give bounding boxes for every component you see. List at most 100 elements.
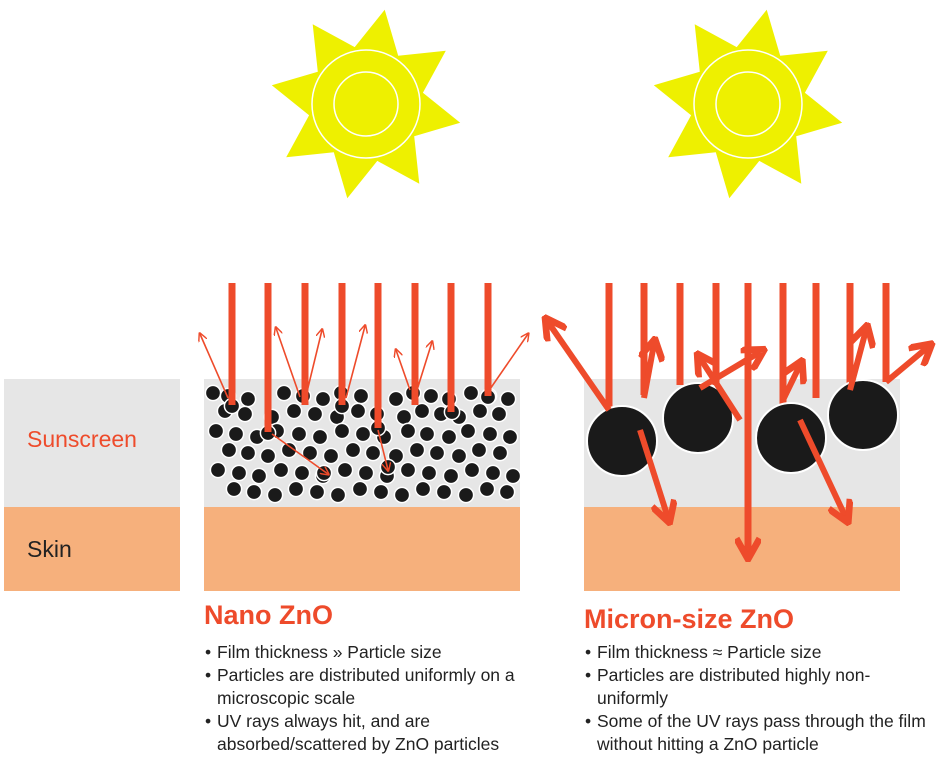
nano-zno-bullets: Film thickness » Particle size Particles… [205, 641, 550, 756]
uv-ray-arrow [700, 358, 743, 422]
uv-ray-arrow [487, 334, 528, 393]
bullet-item: Particles are distributed highly non-uni… [585, 664, 935, 710]
bullet-item: Film thickness ≈ Particle size [585, 641, 935, 664]
bullet-item: Some of the UV rays pass through the fil… [585, 710, 935, 756]
zno-particle [755, 402, 827, 474]
zno-particle [463, 461, 481, 479]
zno-particle [399, 461, 417, 479]
zno-particle [225, 480, 243, 498]
skin-legend-band [4, 507, 180, 591]
zno-particle [287, 480, 305, 498]
zno-particle [414, 480, 432, 498]
bullet-item: Film thickness » Particle size [205, 641, 550, 664]
zno-particle [498, 483, 516, 501]
zno-particle [209, 461, 227, 479]
zno-particle [462, 384, 480, 402]
sunscreen-legend-band [4, 379, 180, 507]
micron-zno-bullets: Film thickness ≈ Particle size Particles… [585, 641, 935, 756]
zno-particle [490, 405, 508, 423]
uv-ray-arrow [200, 334, 229, 399]
zno-particle [207, 422, 225, 440]
nano-zno-title: Nano ZnO [204, 600, 333, 630]
zno-particle [501, 428, 519, 446]
zno-particle [395, 408, 413, 426]
nano-skin-layer [204, 507, 520, 591]
bullet-item: UV rays always hit, and are absorbed/sca… [205, 710, 550, 756]
zno-particle [399, 422, 417, 440]
zno-particle [329, 486, 347, 504]
zno-particle [504, 467, 522, 485]
zno-particle [322, 447, 340, 465]
uv-ray-arrow [548, 322, 612, 412]
bullet-item: Particles are distributed uniformly on a… [205, 664, 550, 710]
zno-particle [272, 461, 290, 479]
zno-particle [435, 483, 453, 501]
zno-particle [245, 483, 263, 501]
uv-ray-arrow [644, 344, 654, 399]
zno-particle [478, 480, 496, 498]
micron-uv-rays [548, 283, 928, 554]
zno-particle [471, 402, 489, 420]
zno-particle [586, 405, 658, 477]
zno-particle [236, 405, 254, 423]
zno-particle [457, 486, 475, 504]
zno-particle [280, 441, 298, 459]
uv-ray-arrow [271, 433, 328, 474]
uv-ray-arrow [884, 347, 928, 385]
zno-particle [459, 422, 477, 440]
zno-particle [418, 425, 436, 443]
zno-particle [352, 387, 370, 405]
zno-particle [204, 384, 222, 402]
zno-particle [349, 402, 367, 420]
zno-particle [285, 402, 303, 420]
zno-particle [499, 390, 517, 408]
uv-ray-arrow [345, 326, 365, 399]
zno-particle [220, 441, 238, 459]
zno-particle [442, 467, 460, 485]
zno-particle [336, 461, 354, 479]
micron-zno-title: Micron-size ZnO [584, 604, 795, 634]
zno-particle [481, 425, 499, 443]
zno-particle [259, 447, 277, 465]
uv-ray-arrow [276, 328, 301, 398]
uv-ray-arrow [416, 342, 432, 391]
uv-ray-arrow [304, 330, 322, 401]
zno-particle [306, 405, 324, 423]
uv-ray-arrow [637, 429, 668, 518]
zno-particle [387, 390, 405, 408]
sun-icon [271, 9, 461, 199]
zno-particle [393, 486, 411, 504]
skin-label: Skin [27, 536, 72, 562]
sun-icon [653, 9, 843, 199]
zno-particle [408, 441, 426, 459]
zno-particle [827, 379, 899, 451]
uv-ray-arrow [797, 418, 846, 518]
zno-particle [372, 483, 390, 501]
zno-particle [491, 444, 509, 462]
nano-uv-rays [200, 283, 528, 474]
uv-ray-arrow [377, 429, 388, 470]
zno-particle [308, 483, 326, 501]
zno-particle [440, 428, 458, 446]
micron-particles [586, 379, 899, 477]
zno-particle [344, 441, 362, 459]
zno-particle [450, 447, 468, 465]
zno-particle [290, 425, 308, 443]
zno-particle [484, 464, 502, 482]
zno-particle [422, 387, 440, 405]
zno-particle [354, 425, 372, 443]
zno-particle [239, 444, 257, 462]
zno-particle [239, 390, 257, 408]
uv-ray-arrow [780, 365, 800, 402]
zno-particle [428, 444, 446, 462]
zno-particle [311, 428, 329, 446]
zno-particle [413, 402, 431, 420]
uv-ray-arrow [396, 350, 411, 391]
zno-particle [227, 425, 245, 443]
nano-particles [204, 384, 522, 504]
zno-particle [357, 464, 375, 482]
sunscreen-label: Sunscreen [27, 426, 137, 452]
zno-particle [293, 464, 311, 482]
uv-ray-arrow [847, 330, 866, 391]
